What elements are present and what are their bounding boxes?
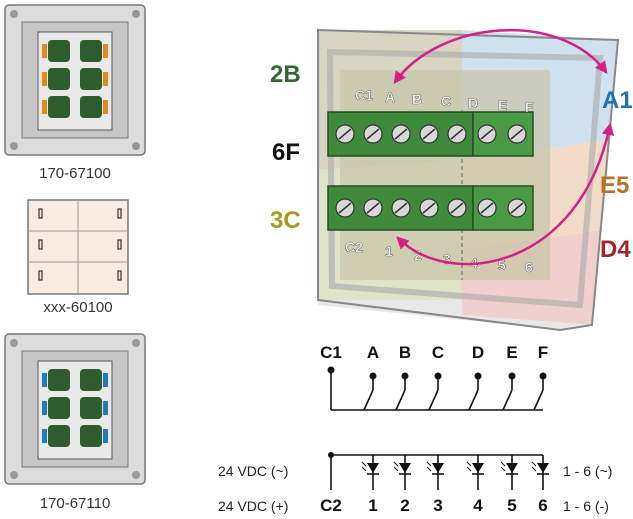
schematic-top-e: E xyxy=(506,343,517,362)
zone-label-e5: E5 xyxy=(600,172,629,199)
connector-bottom-5: 5 xyxy=(498,257,506,273)
connector-top-a: A xyxy=(385,89,395,105)
zone-label-2b: 2B xyxy=(270,61,301,88)
connector-top-c: C xyxy=(441,93,451,109)
schematic-bottom-5: 5 xyxy=(507,496,516,515)
zone-label-a1: A1 xyxy=(602,87,633,114)
device-170-67110-image xyxy=(4,333,146,485)
schematic-top-d: D xyxy=(472,343,484,362)
zone-label-d4: D4 xyxy=(600,236,631,263)
connector-top-f: F xyxy=(525,99,534,115)
terminal-block-bottom xyxy=(327,185,534,231)
schematic-bottom-1: 1 xyxy=(368,496,377,515)
led-icon xyxy=(432,463,444,473)
output-ac-label: 1 - 6 (~) xyxy=(563,463,612,479)
led-icon xyxy=(367,463,379,473)
switch-icon xyxy=(395,389,406,411)
terminal-block-top xyxy=(327,111,534,157)
switch-icon xyxy=(363,389,374,411)
switch-icon xyxy=(468,389,479,411)
arrow-a-to-a1 xyxy=(393,28,608,85)
product-code-3: 170-67110 xyxy=(40,495,111,512)
schematic-bottom-c2: C2 xyxy=(320,496,342,515)
connector-top-d: D xyxy=(468,95,478,111)
schematic-top-c: C xyxy=(432,343,444,362)
schematic-top-f: F xyxy=(538,343,548,362)
terminal-dot-icon xyxy=(328,452,334,458)
module-box xyxy=(317,28,620,332)
schematic-bottom-4: 4 xyxy=(473,496,483,515)
supply-ac-label: 24 VDC (~) xyxy=(218,463,288,479)
output-dc-label: 1 - 6 (-) xyxy=(563,498,609,514)
led-icon xyxy=(537,463,549,473)
schematic: C1 A B C D E F C2 1 2 3 4 5 6 xyxy=(218,343,612,515)
product-code-2: xxx-60100 xyxy=(43,299,112,316)
led-icon xyxy=(472,463,484,473)
switch-icon xyxy=(533,389,544,411)
led-icon xyxy=(399,463,411,473)
product-code-1: 170-67100 xyxy=(39,165,111,182)
switch-icon xyxy=(502,389,513,411)
connector-bottom-c2: C2 xyxy=(345,239,363,255)
schematic-bottom-3: 3 xyxy=(433,496,442,515)
connector-bottom-2: 2 xyxy=(414,247,422,263)
schematic-top-b: B xyxy=(399,343,411,362)
zone-label-3c: 3C xyxy=(270,207,301,234)
connector-top-b: B xyxy=(412,91,422,107)
schematic-top-a: A xyxy=(367,343,379,362)
switch-icon xyxy=(428,389,439,411)
schematic-bottom-2: 2 xyxy=(400,496,409,515)
connector-top-c1: C1 xyxy=(355,87,373,103)
arrow-1-to-a1 xyxy=(396,122,615,266)
supply-dc-label: 24 VDC (+) xyxy=(218,498,288,514)
connector-bottom-1: 1 xyxy=(385,243,393,259)
zone-label-6f: 6F xyxy=(272,139,300,166)
terminal-dot-icon xyxy=(327,366,335,374)
device-170-67100-image xyxy=(4,4,146,156)
schematic-top-c1: C1 xyxy=(320,343,342,362)
cover-xxx-60100-image xyxy=(27,199,129,295)
schematic-bottom-6: 6 xyxy=(538,496,547,515)
connector-top-e: E xyxy=(498,97,507,113)
led-icon xyxy=(506,463,518,473)
connector-bottom-6: 6 xyxy=(525,259,533,275)
connector-bottom-3: 3 xyxy=(443,251,451,267)
